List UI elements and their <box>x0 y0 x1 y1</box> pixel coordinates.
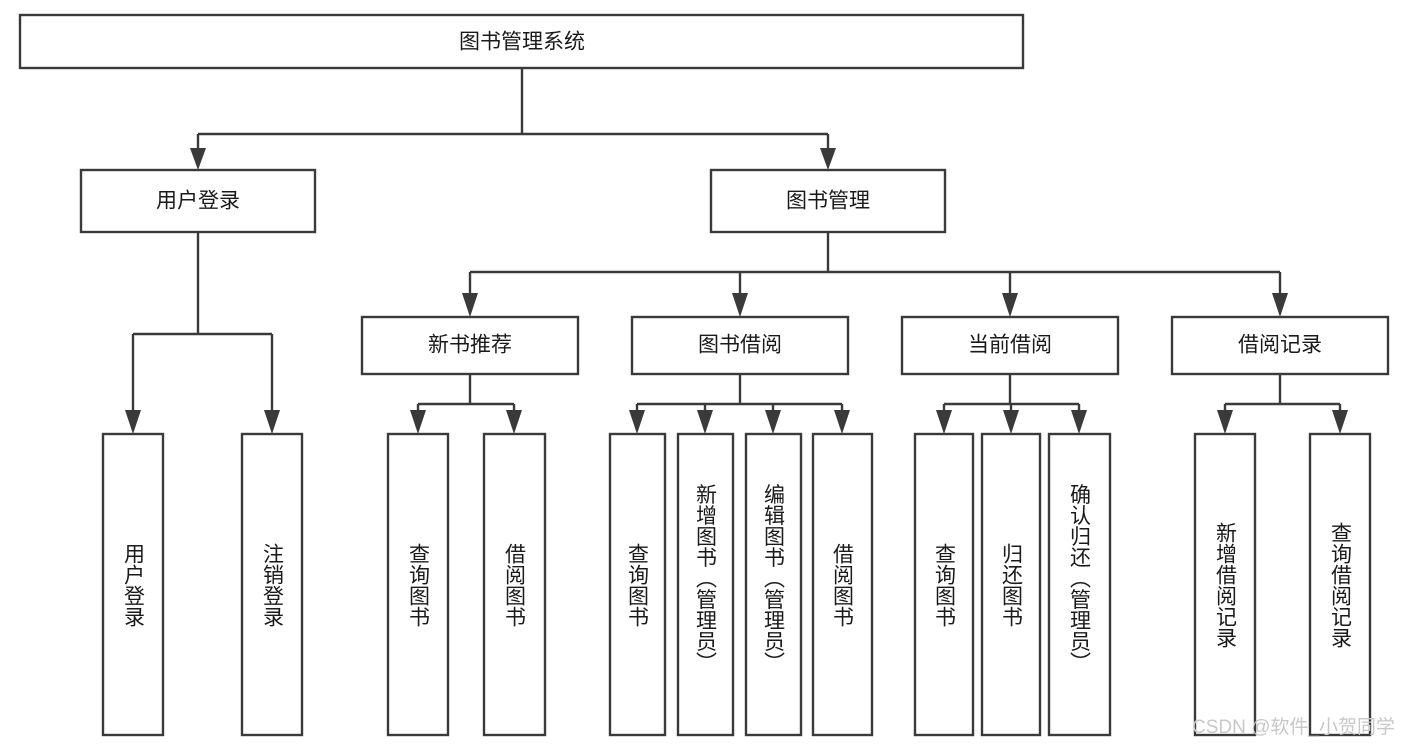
node-leaf-user-login[interactable]: 用户登录 <box>101 432 165 737</box>
node-root-system[interactable]: 图书管理系统 <box>18 13 1025 70</box>
arrowhead-new-book-recommend <box>462 293 478 317</box>
node-leaf-add-book-admin-box[interactable] <box>676 432 735 737</box>
node-leaf-add-borrow-record-label: 新增借阅记录 <box>1214 522 1238 648</box>
edge-group-bookborrow-to-leaves <box>629 374 850 434</box>
arrowhead-leaf-borrow-book-1 <box>506 410 522 434</box>
arrowhead-leaf-query-record <box>1332 410 1348 434</box>
node-leaf-edit-book-admin-label: 编辑图书（管理员） <box>762 484 786 673</box>
arrowhead-leaf-borrow-book-2 <box>834 410 850 434</box>
node-leaf-borrow-book-borrow-box[interactable] <box>811 432 874 737</box>
node-root-system-box[interactable] <box>18 13 1025 70</box>
arrowhead-user-login <box>190 148 206 170</box>
node-leaf-query-book-current-label: 查询图书 <box>933 543 957 627</box>
node-borrow-record[interactable]: 借阅记录 <box>1170 315 1390 376</box>
node-book-borrow-box[interactable] <box>630 315 850 376</box>
arrowhead-leaf-confirm-return <box>1071 410 1087 434</box>
node-leaf-query-borrow-record[interactable]: 查询借阅记录 <box>1308 432 1372 737</box>
node-leaf-query-book-borrow[interactable]: 查询图书 <box>608 432 667 737</box>
node-leaf-user-login-label: 用户登录 <box>122 543 146 627</box>
node-leaf-edit-book-admin[interactable]: 编辑图书（管理员） <box>744 432 803 737</box>
arrowhead-leaf-logout <box>264 410 280 434</box>
edge-group-userlogin-to-leaves <box>125 232 280 434</box>
node-new-book-recommend-label: 新书推荐 <box>428 334 512 357</box>
arrowhead-leaf-query-book-2 <box>629 410 645 434</box>
node-new-book-recommend[interactable]: 新书推荐 <box>360 315 580 376</box>
arrowhead-leaf-edit-book <box>765 410 781 434</box>
node-user-login-box[interactable] <box>79 168 317 234</box>
node-leaf-query-book-borrow-label: 查询图书 <box>626 543 650 627</box>
node-leaf-query-book-current-box[interactable] <box>913 432 975 737</box>
node-leaf-query-book-borrow-box[interactable] <box>608 432 667 737</box>
node-leaf-query-borrow-record-label: 查询借阅记录 <box>1329 522 1353 648</box>
node-leaf-query-book-newbook-box[interactable] <box>386 432 450 737</box>
arrowhead-leaf-add-book <box>697 410 713 434</box>
csdn-watermark: CSDN @软件_小贺同学 <box>1192 716 1395 738</box>
node-leaf-confirm-return-admin[interactable]: 确认归还（管理员） <box>1047 432 1112 737</box>
node-leaf-return-book-label: 归还图书 <box>1000 543 1024 627</box>
node-current-borrow[interactable]: 当前借阅 <box>900 315 1120 376</box>
node-book-management[interactable]: 图书管理 <box>709 168 947 234</box>
node-leaf-add-book-admin[interactable]: 新增图书（管理员） <box>676 432 735 737</box>
arrowhead-book-manage <box>820 148 836 170</box>
node-leaf-borrow-book-borrow[interactable]: 借阅图书 <box>811 432 874 737</box>
node-leaf-user-login-box[interactable] <box>101 432 165 737</box>
arrowhead-leaf-user-login <box>125 410 141 434</box>
node-leaf-logout-label: 注销登录 <box>261 543 285 627</box>
node-leaf-add-borrow-record[interactable]: 新增借阅记录 <box>1193 432 1257 737</box>
arrowhead-current-borrow <box>1002 293 1018 317</box>
node-leaf-query-book-newbook[interactable]: 查询图书 <box>386 432 450 737</box>
node-book-management-label: 图书管理 <box>786 190 870 213</box>
node-leaf-edit-book-admin-box[interactable] <box>744 432 803 737</box>
node-leaf-borrow-book-newbook[interactable]: 借阅图书 <box>482 432 547 737</box>
node-book-borrow-label: 图书借阅 <box>698 334 782 357</box>
arrowhead-leaf-query-book-1 <box>410 410 426 434</box>
arrowhead-leaf-return-book <box>1003 410 1019 434</box>
node-root-system-label: 图书管理系统 <box>459 31 585 54</box>
node-leaf-confirm-return-admin-label: 确认归还（管理员） <box>1068 484 1092 673</box>
node-leaf-return-book-box[interactable] <box>980 432 1042 737</box>
edge-group-newbook-to-leaves <box>410 374 522 434</box>
arrowhead-book-borrow <box>732 293 748 317</box>
node-leaf-confirm-return-admin-box[interactable] <box>1047 432 1112 737</box>
node-current-borrow-box[interactable] <box>900 315 1120 376</box>
node-leaf-add-borrow-record-box[interactable] <box>1193 432 1257 737</box>
node-leaf-borrow-book-newbook-box[interactable] <box>482 432 547 737</box>
node-borrow-record-label: 借阅记录 <box>1238 334 1322 357</box>
node-user-login-label: 用户登录 <box>156 190 240 213</box>
node-leaf-query-book-current[interactable]: 查询图书 <box>913 432 975 737</box>
arrowhead-leaf-add-record <box>1217 410 1233 434</box>
node-leaf-add-book-admin-label: 新增图书（管理员） <box>694 484 718 673</box>
arrowhead-leaf-query-book-3 <box>936 410 952 434</box>
node-leaf-borrow-book-newbook-label: 借阅图书 <box>503 543 527 627</box>
edge-group-currentborrow-to-leaves <box>936 374 1087 434</box>
node-leaf-query-book-newbook-label: 查询图书 <box>407 543 431 627</box>
arrowhead-borrow-record <box>1272 293 1288 317</box>
node-user-login[interactable]: 用户登录 <box>79 168 317 234</box>
edge-group-root-to-level2 <box>190 68 836 170</box>
node-new-book-recommend-box[interactable] <box>360 315 580 376</box>
node-book-management-box[interactable] <box>709 168 947 234</box>
node-borrow-record-box[interactable] <box>1170 315 1390 376</box>
edge-group-bookmanage-to-level3 <box>462 232 1288 317</box>
node-book-borrow[interactable]: 图书借阅 <box>630 315 850 376</box>
node-leaf-logout-box[interactable] <box>240 432 304 737</box>
node-leaf-query-borrow-record-box[interactable] <box>1308 432 1372 737</box>
node-leaf-logout[interactable]: 注销登录 <box>240 432 304 737</box>
node-leaf-borrow-book-borrow-label: 借阅图书 <box>831 543 855 627</box>
node-leaf-return-book[interactable]: 归还图书 <box>980 432 1042 737</box>
node-current-borrow-label: 当前借阅 <box>968 334 1052 357</box>
edge-group-borrowrecord-to-leaves <box>1217 374 1348 434</box>
